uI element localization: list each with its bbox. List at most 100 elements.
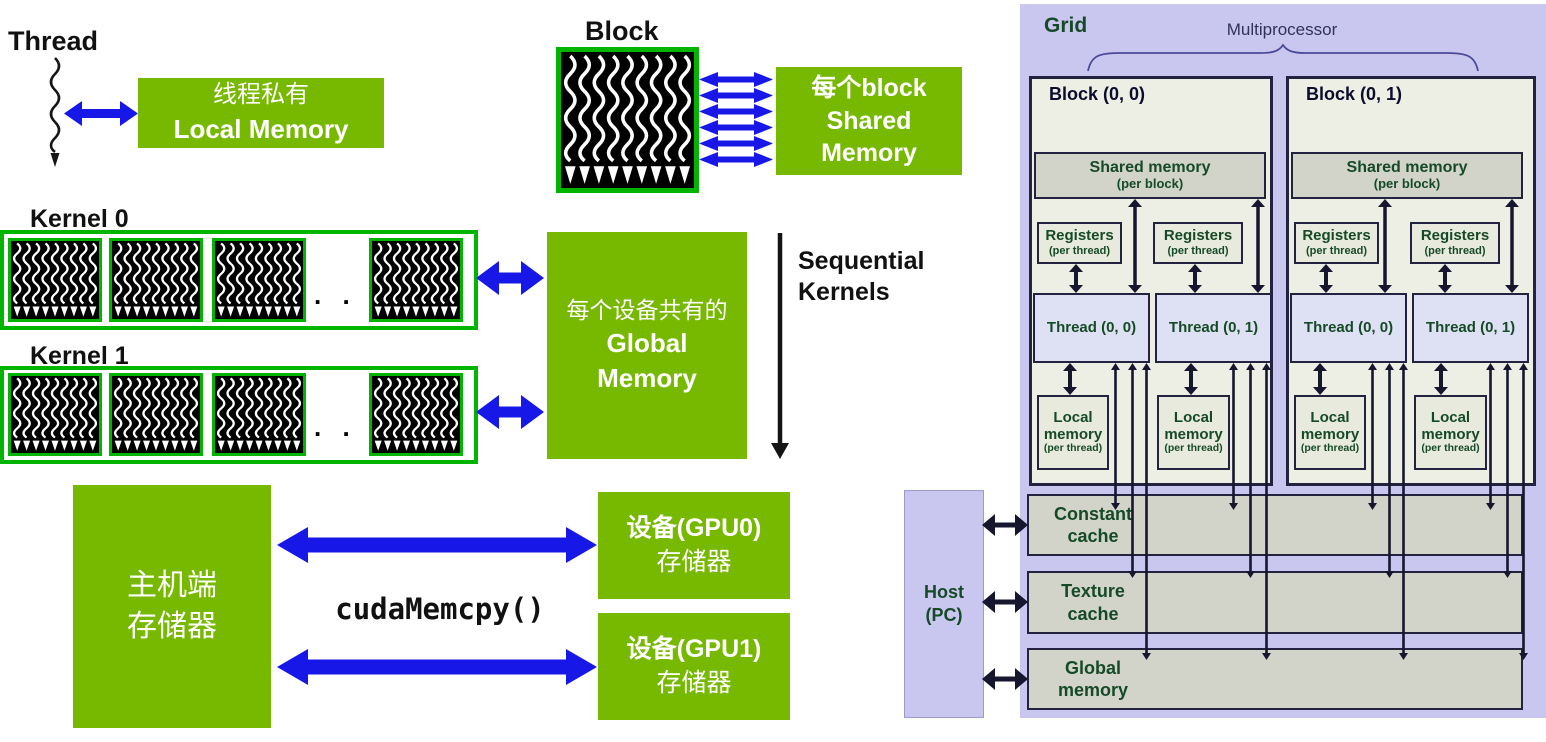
gpu1-line2: 存储器 xyxy=(656,668,732,697)
block-label: Block xyxy=(585,16,659,46)
global-memory-box: 每个设备共有的 Global Memory xyxy=(547,232,747,459)
thread-label: Thread xyxy=(8,26,99,56)
thread-globalmem-arrow xyxy=(1142,363,1151,660)
gpu1-line1: 设备(GPU1) xyxy=(626,634,762,663)
global-memory-en2: Memory xyxy=(597,363,697,394)
texture-cache-label: Texture cache xyxy=(1033,571,1153,634)
block-sharedmem-arrow xyxy=(699,152,773,167)
kernel1-label: Kernel 1 xyxy=(30,342,129,370)
sequential-line2: Kernels xyxy=(798,278,890,307)
grid-label: Grid xyxy=(1044,14,1088,37)
threads-pattern xyxy=(113,242,199,317)
thread-localmem-arrow xyxy=(1184,363,1198,395)
threads-pattern xyxy=(373,377,459,451)
shared-memory-line2: (per block) xyxy=(1373,176,1441,192)
threads-pattern xyxy=(373,242,459,317)
host-memory-line1: 主机端 xyxy=(127,569,217,602)
shared-thread-arrow xyxy=(1378,199,1392,293)
local-line3: (per thread) xyxy=(1421,442,1480,455)
hw-block-0-local-memory-0: Local memory (per thread) xyxy=(1037,395,1109,470)
host-memory-line2: 存储器 xyxy=(127,609,217,643)
threads-pattern xyxy=(563,54,692,184)
thread-texturecache-arrow xyxy=(1503,363,1512,578)
texture-cache-box xyxy=(1027,571,1523,634)
thread-globalmem-arrow xyxy=(1262,363,1271,660)
thread-label: Thread (0, 0) xyxy=(1303,318,1394,336)
local-line1: Local xyxy=(1310,408,1350,426)
kernel0-block xyxy=(369,238,463,322)
thread-label: Thread (0, 0) xyxy=(1046,318,1137,336)
shared-memory-line1: Shared memory xyxy=(1089,159,1211,177)
registers-thread-arrow xyxy=(1188,264,1202,293)
registers-line2: (per thread) xyxy=(1424,245,1486,258)
registers-line1: Registers xyxy=(1163,227,1233,245)
sequential-line1: Sequential xyxy=(798,247,925,275)
registers-line1: Registers xyxy=(1420,227,1490,245)
thread-localmem-arrow xyxy=(1063,363,1077,395)
registers-line1: Registers xyxy=(1302,227,1371,245)
kernel1-globalmem-arrow xyxy=(476,395,544,429)
block-sharedmem-arrow xyxy=(699,136,773,151)
multiprocessor-label: Multiprocessor xyxy=(1226,20,1338,39)
local-line1: Local xyxy=(1173,408,1214,426)
local-line2: memory xyxy=(1421,425,1480,443)
threads-pattern xyxy=(12,377,98,451)
hw-block-1-thread-0: Thread (0, 0) xyxy=(1290,293,1407,363)
thread-constantcache-arrow xyxy=(1229,363,1238,510)
thread-texturecache-arrow xyxy=(1128,363,1137,578)
threads-pattern xyxy=(216,242,302,317)
block-sharedmem-arrow xyxy=(699,104,773,119)
shared-memory-line1: Shared memory xyxy=(1346,159,1468,177)
shared-memory-en1: Shared xyxy=(826,106,912,135)
kernel0-globalmem-arrow xyxy=(476,261,544,295)
registers-line2: (per thread) xyxy=(1048,245,1111,258)
hw-block-1-local-memory-1: Local memory (per thread) xyxy=(1414,395,1487,470)
local-line2: memory xyxy=(1164,425,1223,443)
thread-texturecache-arrow xyxy=(1385,363,1394,578)
hw-block-1-shared-memory: Shared memory (per block) xyxy=(1291,152,1523,199)
hw-block-0-registers-0: Registers (per thread) xyxy=(1037,222,1122,264)
registers-thread-arrow xyxy=(1319,264,1333,293)
kernel1-block xyxy=(369,373,463,456)
registers-line2: (per thread) xyxy=(1167,245,1229,258)
kernel0-block xyxy=(212,238,306,322)
registers-thread-arrow xyxy=(1069,264,1083,293)
kernel1-block xyxy=(212,373,306,456)
kernel0-ellipsis: . . . xyxy=(314,280,386,310)
shared-thread-arrow xyxy=(1505,199,1519,293)
kernel0-block xyxy=(8,238,102,322)
global-memory-hw-label: Global memory xyxy=(1033,648,1153,710)
kernel0-block xyxy=(109,238,203,322)
registers-line1: Registers xyxy=(1045,227,1114,245)
local-line3: (per thread) xyxy=(1164,442,1223,455)
shared-memory-line2: (per block) xyxy=(1116,176,1184,192)
threads-pattern xyxy=(12,242,98,317)
host-constantcache-arrow xyxy=(982,514,1028,536)
local-line1: Local xyxy=(1430,408,1471,426)
hw-block-0-local-memory-1: Local memory (per thread) xyxy=(1157,395,1230,470)
thread-globalmem-arrow xyxy=(1399,363,1408,660)
texture-cache-line2: cache xyxy=(1067,603,1119,624)
host-line1: Host xyxy=(924,581,964,602)
global-memory-hw-box xyxy=(1027,648,1523,710)
sequential-kernels-label: Sequential Kernels xyxy=(798,246,924,309)
block-sharedmem-arrow xyxy=(699,72,773,87)
thread-globalmem-arrow xyxy=(1519,363,1528,660)
global-memory-line1: Global xyxy=(1064,657,1121,678)
shared-thread-arrow xyxy=(1128,199,1142,293)
hw-block-1-registers-1: Registers (per thread) xyxy=(1410,222,1500,264)
local-memory-en: Local Memory xyxy=(173,113,349,144)
thread-localmem-arrow xyxy=(64,101,138,126)
global-memory-cn: 每个设备共有的 xyxy=(566,296,728,323)
threads-pattern xyxy=(216,377,302,451)
thread-label: Thread (0, 1) xyxy=(1425,318,1516,336)
local-line1: Local xyxy=(1053,408,1093,426)
constant-cache-label: Constant cache xyxy=(1033,494,1153,556)
gpu0-memory-box: 设备(GPU0) 存储器 xyxy=(598,492,790,599)
hostmem-gpu0-arrow xyxy=(277,527,597,563)
constant-cache-box xyxy=(1027,494,1523,556)
local-line3: (per thread) xyxy=(1300,442,1360,455)
thread-label: Thread (0, 1) xyxy=(1168,318,1259,336)
cudamemcpy-label: cudaMemcpy() xyxy=(335,592,545,626)
